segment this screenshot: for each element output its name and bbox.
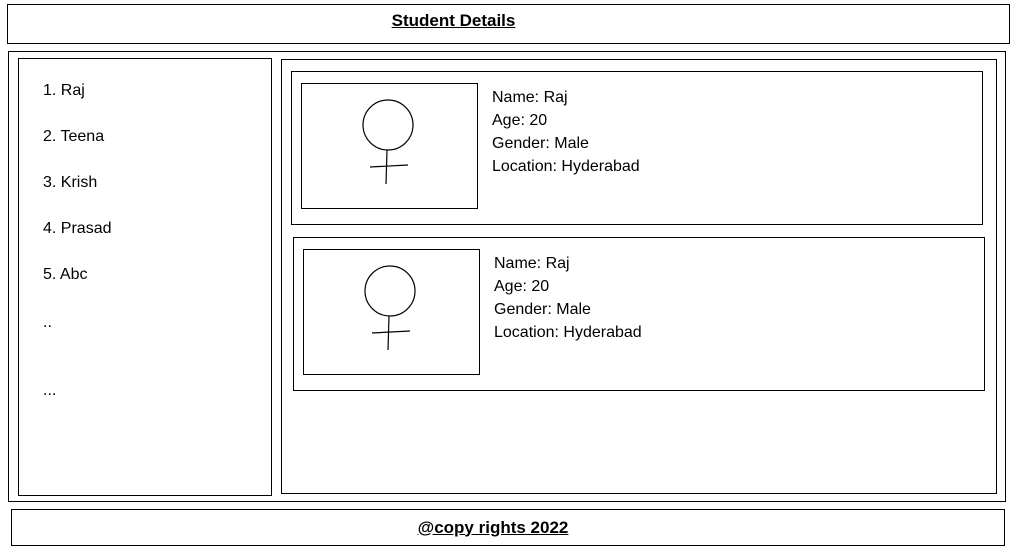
- page-title: Student Details: [391, 11, 516, 30]
- student-photo: [301, 83, 478, 209]
- student-list-item[interactable]: 2. Teena: [43, 128, 105, 145]
- student-card[interactable]: Name: Raj Age: 20 Gender: Male Location:…: [291, 71, 983, 225]
- copyright-text: @copy rights 2022: [417, 517, 569, 537]
- student-list-item[interactable]: 3. Krish: [43, 174, 98, 191]
- header-bar: Student Details: [7, 4, 1010, 44]
- footer-bar: @copy rights 2022: [11, 509, 1005, 546]
- student-details: Name: Raj Age: 20 Gender: Male Location:…: [494, 252, 642, 344]
- student-photo: [303, 249, 480, 375]
- student-list-item[interactable]: 5. Abc: [43, 266, 88, 283]
- list-ellipsis: ...: [43, 382, 57, 399]
- student-gender: Gender: Male: [492, 135, 589, 152]
- student-gender: Gender: Male: [494, 301, 591, 318]
- student-detail-panel: [281, 59, 997, 494]
- student-age: Age: 20: [494, 278, 550, 295]
- list-ellipsis: ..: [43, 314, 52, 331]
- student-age: Age: 20: [492, 112, 548, 129]
- female-symbol-icon: [362, 99, 414, 185]
- student-card[interactable]: Name: Raj Age: 20 Gender: Male Location:…: [293, 237, 985, 391]
- student-list-item[interactable]: 4. Prasad: [43, 220, 112, 237]
- female-symbol-icon: [364, 265, 416, 351]
- student-name: Name: Raj: [492, 89, 568, 106]
- student-location: Location: Hyderabad: [492, 158, 640, 175]
- student-list-item[interactable]: 1. Raj: [43, 82, 85, 99]
- student-list-panel: 1. Raj 2. Teena 3. Krish 4. Prasad 5. Ab…: [18, 58, 272, 496]
- student-location: Location: Hyderabad: [494, 324, 642, 341]
- student-details: Name: Raj Age: 20 Gender: Male Location:…: [492, 86, 640, 178]
- student-name: Name: Raj: [494, 255, 570, 272]
